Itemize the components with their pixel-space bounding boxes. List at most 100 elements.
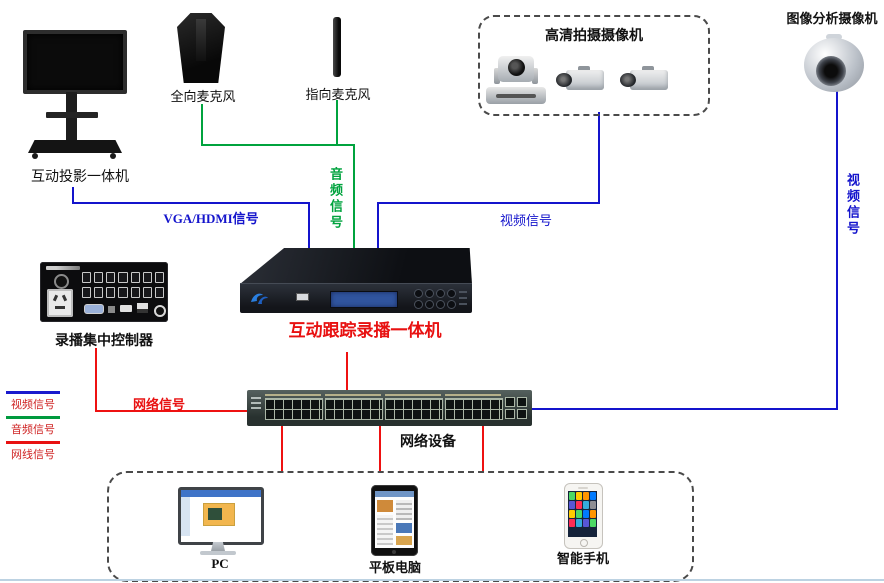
pc (176, 487, 264, 557)
box-camera-2 (620, 64, 668, 94)
controller-button (130, 272, 140, 283)
controller-vga-port (84, 304, 104, 314)
line-switch-to-clients-3 (482, 426, 484, 471)
legend: 视频信号 音频信号 网线信号 (4, 391, 62, 466)
recorder-indicator (459, 291, 467, 293)
phone-app-icon (583, 510, 589, 518)
tablet-label: 平板电脑 (368, 560, 421, 575)
omni-mic-label: 全向麦克风 (170, 89, 236, 104)
line-vga-to-recorder (308, 202, 310, 250)
pc-video-thumbnail (203, 503, 235, 526)
recorder-button (414, 289, 423, 298)
switch-led-strip (385, 394, 441, 396)
network-switch (247, 390, 532, 426)
pc-monitor (178, 487, 264, 545)
recorder-button (436, 289, 445, 298)
ptz-camera-slot (496, 94, 536, 98)
ptz-camera-arm (532, 68, 538, 84)
socket-hole (61, 294, 68, 302)
phone-app-icon (569, 501, 575, 509)
recorder-lcd-screen (330, 291, 398, 308)
socket-hole (52, 294, 59, 302)
recorder-top-face (240, 248, 472, 284)
tablet-home-button (392, 550, 396, 554)
phone-app-icon (569, 492, 575, 500)
controller-button (82, 287, 92, 298)
controller-audio-jack (154, 305, 166, 317)
box-camera-1 (556, 64, 604, 94)
phone-app-icon (583, 501, 589, 509)
audio-signal-label: 音频信号 (328, 167, 343, 231)
tablet-topbar (375, 491, 414, 497)
recording-controller (40, 262, 168, 322)
controller-logo (46, 266, 80, 270)
line-dirmic-down (336, 100, 338, 146)
ptz-camera-lens (508, 59, 525, 76)
recorder-button (425, 289, 434, 298)
controller-dip (108, 306, 115, 313)
line-vga-horizontal (72, 202, 310, 204)
dome-camera (804, 34, 864, 92)
controller-button (106, 287, 116, 298)
phone-app-icon (576, 492, 582, 500)
hd-camera-group-label: 高清拍摄摄像机 (545, 29, 643, 44)
controller-label: 录播集中控制器 (55, 334, 153, 349)
line-network-horizontal (95, 410, 247, 412)
tablet-content-block (377, 500, 393, 512)
line-dome-down (836, 90, 838, 410)
pc-window-titlebar (181, 490, 261, 497)
controller-button-row (82, 272, 164, 283)
phone-app-icon (569, 510, 575, 518)
pc-window-sidebar (181, 497, 190, 536)
line-controller-down (95, 348, 97, 412)
controller-button (94, 287, 104, 298)
client-group-box (107, 471, 694, 582)
network-device-label: 网络设备 (400, 435, 456, 450)
controller-usb-port (120, 305, 132, 312)
phone-app-icon (576, 501, 582, 509)
recorder-button (436, 300, 445, 309)
dome-camera-label: 图像分析摄像机 (786, 11, 878, 26)
omni-microphone (177, 13, 225, 83)
legend-label-network: 网线信号 (11, 449, 55, 461)
recorder-front-panel (240, 283, 472, 313)
legend-line-network (6, 441, 60, 444)
recorder-button (425, 300, 434, 309)
switch-uplink-port (517, 397, 527, 407)
tablet-screen (375, 491, 414, 548)
recorder-logo-icon (251, 293, 268, 304)
pc-stand (211, 542, 225, 551)
recorder-buttons (414, 289, 456, 309)
controller-button-row (82, 287, 164, 298)
phone-app-icon (583, 519, 589, 527)
dir-mic-label: 指向麦克风 (305, 87, 371, 102)
recorder-usb-port (296, 293, 309, 301)
switch-uplink-port (517, 409, 527, 419)
ptz-camera-arm (494, 68, 500, 84)
pc-base (200, 551, 236, 555)
phone-app-icon (590, 501, 596, 509)
line-video-to-recorder (377, 202, 379, 250)
phone-speaker (578, 487, 588, 489)
smartphone (564, 483, 603, 549)
line-dome-to-switch (532, 408, 838, 410)
box-camera-mount (642, 66, 654, 72)
network-signal-label: 网络信号 (132, 397, 185, 412)
controller-button (118, 287, 128, 298)
box-camera-body (630, 70, 668, 90)
switch-port-group (385, 398, 443, 420)
line-audio-horizontal (201, 144, 355, 146)
line-switch-to-clients-2 (379, 426, 381, 471)
display-wheel (110, 153, 116, 159)
display-screen (23, 30, 127, 94)
vga-hdmi-signal-label: VGA/HDMI信号 (163, 211, 259, 226)
recorder-button (414, 300, 423, 309)
switch-uplink-port (505, 409, 515, 419)
controller-button (82, 272, 92, 283)
tablet-content-block (377, 515, 393, 545)
controller-button (142, 287, 152, 298)
legend-label-audio: 音频信号 (11, 424, 55, 436)
pc-label: PC (211, 556, 229, 571)
switch-uplink-ports (505, 397, 527, 419)
line-audio-to-recorder (353, 144, 355, 250)
